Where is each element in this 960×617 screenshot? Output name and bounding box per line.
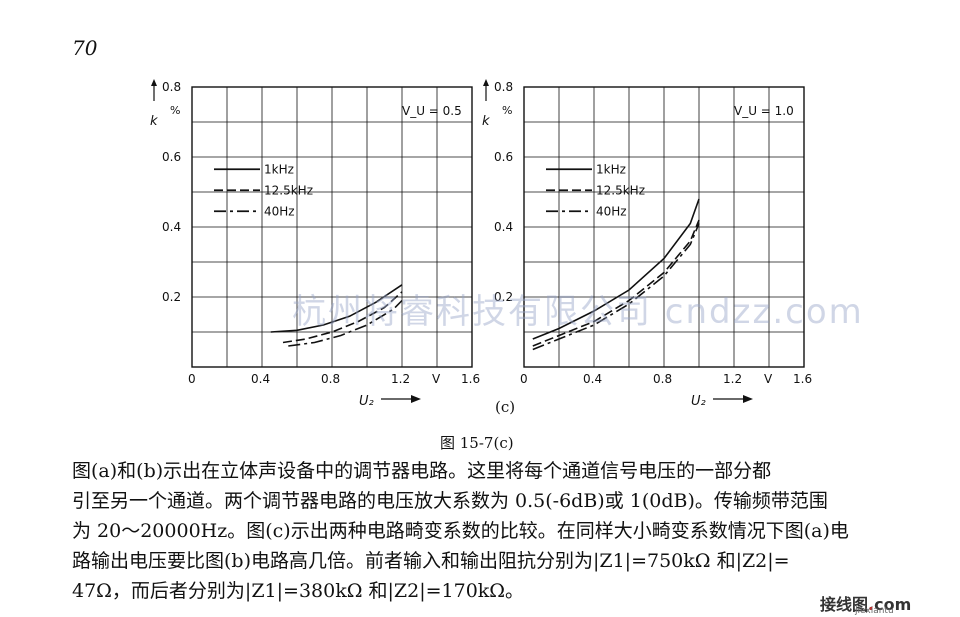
- y-axis-label: k: [482, 114, 490, 129]
- series-line: [532, 198, 700, 340]
- x-axis-arrowhead: [743, 395, 753, 403]
- watermark-brand: 接线图: [820, 595, 869, 614]
- page-number: 70: [72, 36, 98, 60]
- x-axis-unit: V: [764, 372, 773, 386]
- x-tick-label: 0.4: [251, 372, 270, 386]
- x-axis-label: U₂: [691, 394, 706, 409]
- plot-frame: [191, 86, 473, 368]
- x-tick-label: 0.8: [653, 372, 672, 386]
- body-paragraph: 图(a)和(b)示出在立体声设备中的调节器电路。这里将每个通道信号电压的一部分都…: [72, 456, 912, 606]
- y-tick-label: 0.2: [494, 290, 513, 304]
- legend-label: 12.5kHz: [596, 183, 645, 197]
- series-line: [532, 219, 700, 347]
- y-tick-label: 0.6: [162, 150, 181, 164]
- y-tick-label: 0.8: [162, 80, 181, 94]
- y-tick-label: 0.4: [162, 220, 181, 234]
- legend-label: 1kHz: [264, 162, 294, 176]
- x-tick-label: 0: [520, 372, 528, 386]
- watermark-text: 杭州将睿科技有限公司 cndzz.com: [292, 292, 864, 332]
- y-tick-label: 0.4: [494, 220, 513, 234]
- legend-label: 40Hz: [264, 204, 295, 218]
- watermark-com: com: [874, 595, 912, 614]
- watermark-subtext: jiexiantu: [855, 606, 894, 616]
- y-tick-label: 0.6: [494, 150, 513, 164]
- y-tick-label: 0.2: [162, 290, 181, 304]
- paragraph-line: 引至另一个通道。两个调节器电路的电压放大系数为 0.5(-6dB)或 1(0dB…: [72, 490, 828, 512]
- paragraph-line: 为 20～20000Hz。图(c)示出两种电路畸变系数的比较。在同样大小畸变系数…: [72, 520, 849, 542]
- paragraph-line: 图(a)和(b)示出在立体声设备中的调节器电路。这里将每个通道信号电压的一部分都: [72, 460, 772, 482]
- series-line: [282, 291, 403, 344]
- x-tick-label: 1.6: [793, 372, 812, 386]
- paragraph-line: 路输出电压要比图(b)电路高几倍。前者输入和输出阻抗分别为|Z1|=750kΩ …: [72, 550, 790, 572]
- figure-caption: 图 15-7(c): [440, 434, 514, 452]
- x-tick-label: 0.8: [321, 372, 340, 386]
- paragraph-line: 47Ω，而后者分别为|Z1|=380kΩ 和|Z2|=170kΩ。: [72, 580, 525, 602]
- x-axis-arrowhead: [411, 395, 421, 403]
- watermark-logo: 接线图.com: [820, 591, 911, 615]
- legend-label: 40Hz: [596, 204, 627, 218]
- x-tick-label: 0.4: [583, 372, 602, 386]
- x-tick-label: 1.2: [723, 372, 742, 386]
- watermark-dot: .: [868, 595, 875, 614]
- distortion-charts: 0.2 0.4 0.6 0.8 0 0.4 0.8 1.2 1.6 k% V U₂ V_U = 0.5 1…: [150, 79, 812, 409]
- y-axis-unit: %: [170, 104, 180, 117]
- y-tick-label: 0.8: [494, 80, 513, 94]
- x-axis-unit: V: [432, 372, 441, 386]
- y-axis-arrowhead: [483, 79, 489, 86]
- series-line: [270, 284, 403, 333]
- x-tick-label: 1.2: [391, 372, 410, 386]
- y-axis-arrowhead: [151, 79, 157, 86]
- voltage-gain-annotation: V_U = 1.0: [734, 104, 794, 118]
- x-tick-label: 1.6: [461, 372, 480, 386]
- y-axis-label: k: [150, 114, 158, 129]
- x-tick-label: 0: [188, 372, 196, 386]
- x-axis-label: U₂: [359, 394, 374, 409]
- series-line: [532, 223, 700, 351]
- legend-label: 12.5kHz: [264, 183, 313, 197]
- plot-frame: [523, 86, 805, 368]
- subfigure-label: (c): [495, 398, 516, 416]
- voltage-gain-annotation: V_U = 0.5: [402, 104, 462, 118]
- y-axis-unit: %: [502, 104, 512, 117]
- legend-label: 1kHz: [596, 162, 626, 176]
